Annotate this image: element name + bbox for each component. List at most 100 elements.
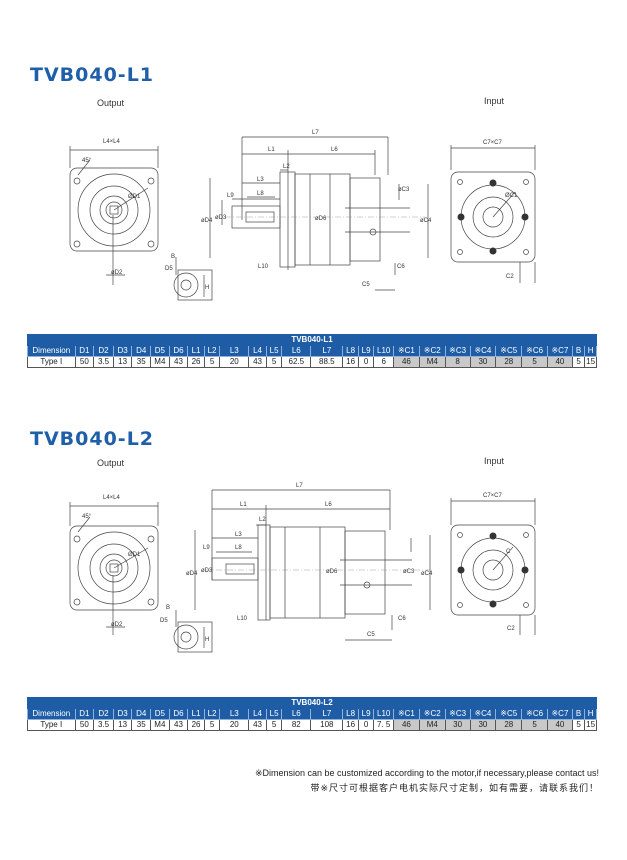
table-header-cell: L6 xyxy=(281,345,312,357)
dim-l6: L6 xyxy=(331,147,338,153)
table-cell: 46 xyxy=(393,719,420,731)
table-header-cell: D2 xyxy=(93,345,114,357)
table-header-cell: L10 xyxy=(373,708,394,720)
table-row: Type I 50 3.5 13 35 M4 43 26 5 20 43 5 6… xyxy=(27,356,597,368)
dim-c7c7: C7×C7 xyxy=(483,493,503,499)
table-cell: 16 xyxy=(342,356,359,368)
table-cell: 30 xyxy=(444,719,471,731)
table-cell: 15 xyxy=(584,719,597,731)
spec-table-1: TVB040-L1 Dimension D1 D2 D3 D4 D5 D6 L1… xyxy=(27,334,597,368)
table-cell: 30 xyxy=(469,719,497,731)
table-cell: 30 xyxy=(469,356,497,368)
table-header-cell: B xyxy=(571,345,586,357)
dim-b: B xyxy=(171,254,175,260)
table-header-cell: D5 xyxy=(150,345,170,357)
dim-d4: øD4 xyxy=(201,218,213,224)
table-header-cell: D6 xyxy=(168,708,189,720)
table-caption: TVB040-L2 xyxy=(27,697,597,709)
table-cell: 43 xyxy=(248,719,267,731)
table-header-cell: H xyxy=(584,345,597,357)
table-header-cell: D1 xyxy=(74,345,95,357)
table-cell: 7. 5 xyxy=(373,719,394,731)
table-header-cell: D5 xyxy=(150,708,170,720)
table-cell: 5 xyxy=(521,356,549,368)
dim-l4l4: L4×L4 xyxy=(103,139,121,145)
table-header-cell: ※C2 xyxy=(418,345,446,357)
table-cell: 35 xyxy=(131,356,152,368)
table-header-cell: L5 xyxy=(265,345,283,357)
dim-d3: øD3 xyxy=(201,568,213,574)
input-label: Input xyxy=(484,96,505,106)
dim-c2: C2 xyxy=(506,274,514,280)
dim-d1: ØD1 xyxy=(128,552,141,558)
table-header-cell: L7 xyxy=(310,345,344,357)
dim-d2: øD2 xyxy=(111,622,123,628)
dim-l4l4: L4×L4 xyxy=(103,495,121,501)
table-header-cell: D4 xyxy=(131,345,152,357)
table-header-cell: L5 xyxy=(265,708,283,720)
dim-b: B xyxy=(166,605,170,611)
table-header-cell: L9 xyxy=(357,708,375,720)
dim-d2: øD2 xyxy=(111,270,123,276)
table-cell: 43 xyxy=(248,356,267,368)
dim-l8: L8 xyxy=(257,191,264,197)
table-cell: 16 xyxy=(342,719,359,731)
dim-l9: L9 xyxy=(227,193,234,199)
dim-c7c7: C7×C7 xyxy=(483,140,503,146)
table-header-cell: ※C3 xyxy=(444,708,471,720)
table-header-cell: L1 xyxy=(187,345,205,357)
table-cell: M4 xyxy=(150,356,170,368)
table-cell: 20 xyxy=(219,719,250,731)
table-cell: 43 xyxy=(168,356,189,368)
table-cell: 5 xyxy=(265,719,283,731)
table-header-cell: Dimension xyxy=(27,345,76,357)
dim-d6: øD6 xyxy=(315,216,327,222)
table-header-cell: L4 xyxy=(248,345,267,357)
table-header-cell: L1 xyxy=(187,708,205,720)
dim-h: H xyxy=(205,637,209,643)
table-cell: 82 xyxy=(281,719,312,731)
model-title: TVB040-L1 xyxy=(30,64,155,86)
table-header-cell: L7 xyxy=(310,708,344,720)
table-header-cell: L2 xyxy=(203,345,221,357)
table-header-cell: D1 xyxy=(74,708,95,720)
dim-l2: L2 xyxy=(283,164,290,170)
table-header-cell: L9 xyxy=(357,345,375,357)
dim-l6: L6 xyxy=(325,502,332,508)
dim-c4: øC4 xyxy=(420,218,432,224)
table-header-cell: ※C7 xyxy=(547,345,573,357)
table-cell: 5 xyxy=(203,719,221,731)
dim-l10: L10 xyxy=(237,616,248,622)
table-header-cell: L3 xyxy=(219,345,250,357)
table-cell: 13 xyxy=(112,719,133,731)
table-header-cell: ※C4 xyxy=(469,345,497,357)
table-cell: 28 xyxy=(495,719,523,731)
dim-h: H xyxy=(205,285,209,291)
footer-note-cn: 带※尺寸可根据客户电机实际尺寸定制，如有需要，请联系我们！ xyxy=(310,783,599,793)
dim-l10: L10 xyxy=(258,264,269,270)
table-cell: 8 xyxy=(444,356,471,368)
table-cell: 40 xyxy=(547,356,573,368)
table-header-cell: D6 xyxy=(168,345,189,357)
dim-c1: C xyxy=(506,549,511,555)
output-label: Output xyxy=(97,458,125,468)
dim-angle: 45° xyxy=(82,158,92,164)
dim-d6: øD6 xyxy=(326,569,338,575)
table-header-cell: ※C1 xyxy=(393,708,420,720)
dim-c2: C2 xyxy=(507,626,515,632)
table-header-cell: ※C2 xyxy=(418,708,446,720)
table-cell: 26 xyxy=(187,719,205,731)
dim-d5: D5 xyxy=(165,266,173,272)
table-cell: 26 xyxy=(187,356,205,368)
table-header-cell: D3 xyxy=(112,345,133,357)
table-cell: 108 xyxy=(310,719,344,731)
table-row: Type I 50 3.5 13 35 M4 43 26 5 20 43 5 8… xyxy=(27,719,597,731)
table-cell: 13 xyxy=(112,356,133,368)
table-cell: 0 xyxy=(357,719,375,731)
table-cell: 3.5 xyxy=(93,356,114,368)
table-cell: Type I xyxy=(27,719,76,731)
table-header-cell: L2 xyxy=(203,708,221,720)
table-header-cell: D2 xyxy=(93,708,114,720)
dim-d4: øD4 xyxy=(186,571,198,577)
dim-l2: L2 xyxy=(259,517,266,523)
